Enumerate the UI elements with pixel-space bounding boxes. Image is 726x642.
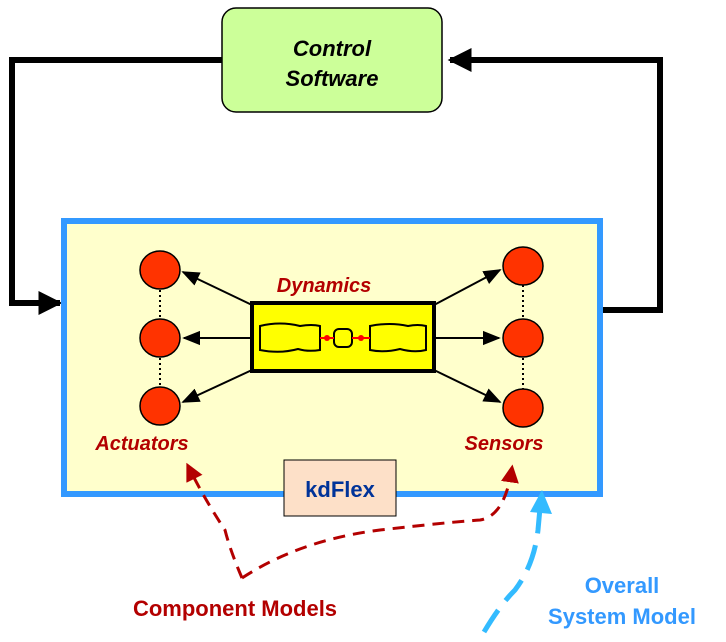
arrow-dynamics-to-actuator-bottom	[181, 369, 253, 403]
sensor-node-bottom	[502, 388, 544, 428]
kdflex-box	[283, 459, 397, 517]
component-models-pointer-actuators	[186, 462, 244, 579]
actuator-nodes	[139, 250, 181, 426]
control-software-box	[221, 7, 443, 113]
component-models-label: Component Models	[133, 596, 337, 621]
component-models-pointer-sensors	[241, 464, 519, 580]
sensor-node-top	[502, 246, 544, 286]
feedback-loop-right	[447, 48, 663, 313]
feedback-loop-left	[9, 57, 222, 315]
overall-system-model-pointer	[481, 507, 543, 634]
dynamics-box-inner	[254, 305, 432, 369]
sensor-nodes	[502, 246, 544, 428]
dynamics-label: Dynamics	[277, 275, 372, 297]
overall-system-model-arrowhead	[530, 490, 552, 514]
actuator-node-middle	[139, 318, 181, 358]
overall-system-model-label-line2: System Model	[548, 604, 696, 629]
overall-system-model-label-line1: Overall	[585, 573, 660, 598]
control-software-label-line1: Control	[293, 36, 372, 61]
actuator-node-bottom	[139, 386, 181, 426]
arrow-dynamics-to-sensor-top	[433, 269, 502, 306]
control-software-label-line2: Software	[286, 66, 379, 91]
sensors-label: Sensors	[465, 433, 544, 455]
actuator-node-top	[139, 250, 181, 290]
sensor-node-middle	[502, 318, 544, 358]
actuators-label: Actuators	[94, 433, 188, 455]
kdflex-label: kdFlex	[305, 477, 375, 502]
flexible-body-icon	[259, 322, 427, 353]
arrow-dynamics-to-sensor-bottom	[433, 369, 502, 403]
arrow-dynamics-to-actuator-top	[181, 271, 253, 306]
